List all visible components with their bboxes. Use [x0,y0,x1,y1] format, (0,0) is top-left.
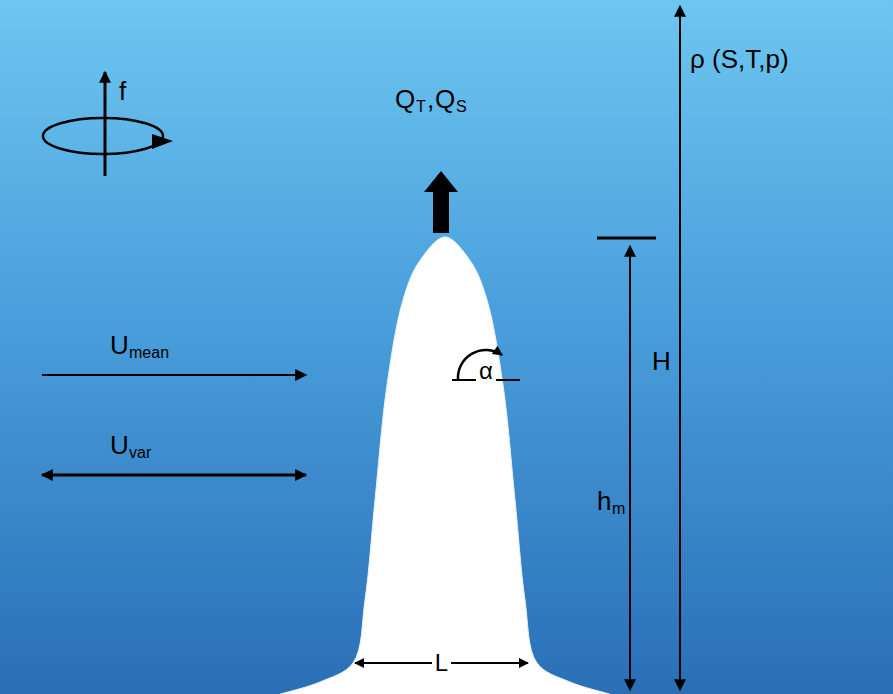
rotation-axis [104,72,107,176]
rotation-ellipse [43,118,163,154]
velocity-symbol: U [110,432,129,458]
seamount-body [280,237,610,694]
flux-subscript: S [456,99,467,115]
flux-separator: , [427,86,434,112]
rotation-arrow-head [152,134,173,149]
height-subscript: m [612,501,625,517]
flux-arrow-shaft [433,190,449,233]
depth-label: H [652,348,671,374]
height-arrow [629,246,631,690]
flux-subscript: T [416,99,426,115]
flux-arrow-head [424,171,458,192]
variable-flow-arrow [42,474,306,477]
seamount-outline [280,235,610,694]
height-symbol: h [597,488,611,514]
mean-flow-arrow [42,374,306,376]
velocity-subscript: mean [129,345,169,361]
velocity-symbol: U [110,332,129,358]
rotation-label: f [119,78,126,104]
flux-symbol: Q [395,86,415,112]
slope-angle-label: α [476,359,496,383]
flux-symbol: Q [435,86,455,112]
density-label: ρ (S,T,p) [690,46,789,72]
depth-arrow [679,6,681,690]
height-tick [597,237,656,240]
seamount-shape: αL [280,235,610,694]
width-label: L [432,651,451,675]
velocity-subscript: var [129,445,151,461]
